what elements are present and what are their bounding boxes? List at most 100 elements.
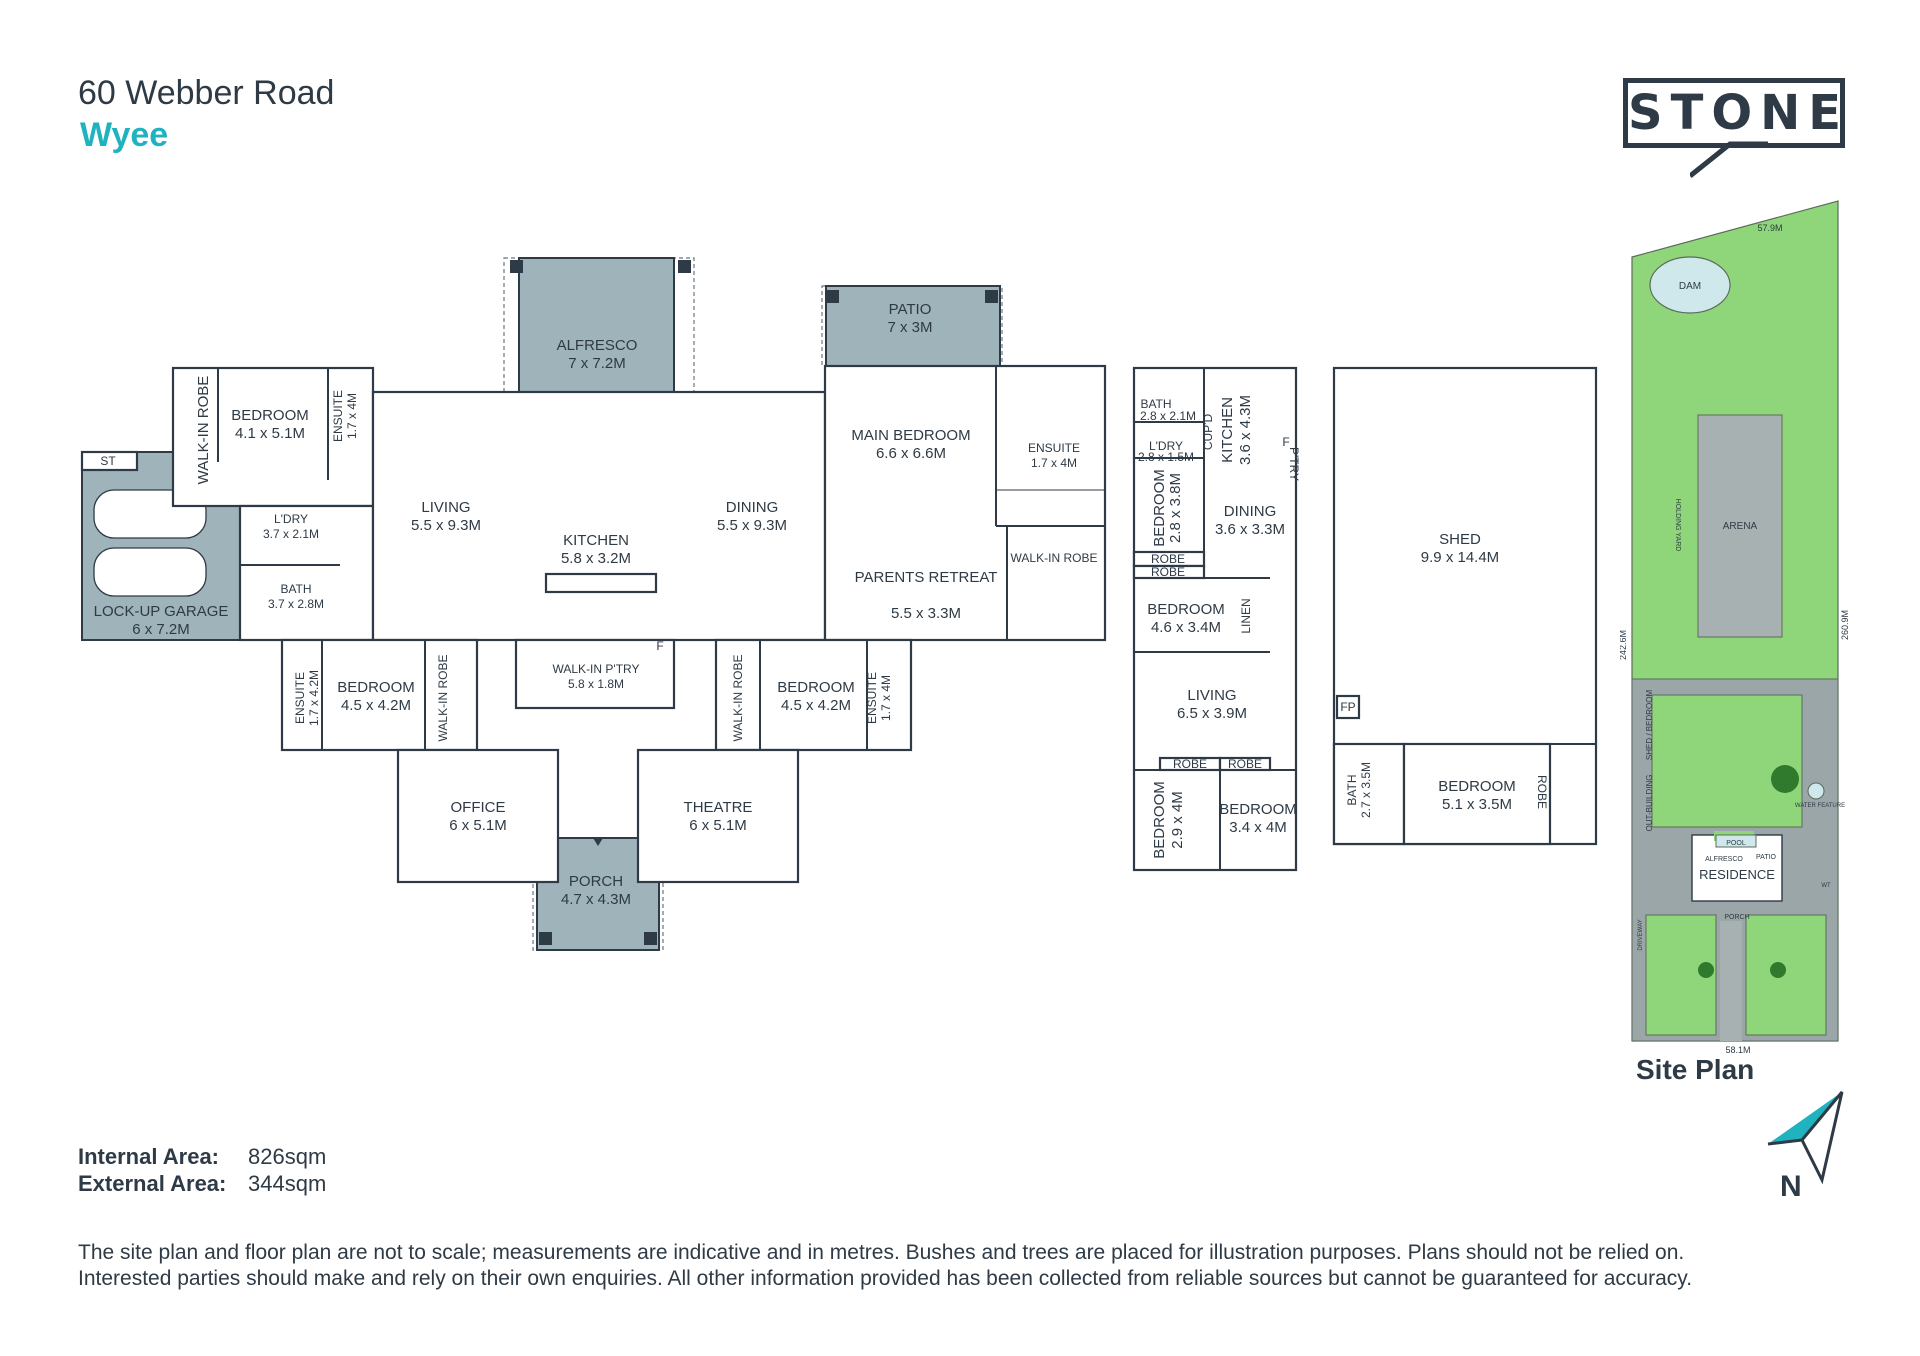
bath-name: BATH (280, 582, 311, 596)
gf-bedroom-a-name: BEDROOM (1151, 469, 1168, 547)
living-size: 5.5 x 9.3M (411, 517, 481, 534)
shed-name: SHED (1439, 531, 1481, 548)
bedroom-2-size: 4.5 x 4.2M (341, 697, 411, 714)
laundry-size: 3.7 x 2.1M (263, 527, 319, 541)
walkin-robe-2-label: WALK-IN ROBE (436, 655, 450, 742)
property-suburb: Wyee (80, 116, 169, 154)
gf-bedroom-d-size: 3.4 x 4M (1229, 819, 1287, 836)
garage-size: 6 x 7.2M (132, 621, 190, 638)
disclaimer-line-2: Interested parties should make and rely … (78, 1267, 1693, 1290)
patio-name: PATIO (889, 301, 932, 318)
site-out-building-label: OUT-BUILDING (1645, 775, 1654, 832)
gf-fridge-label: F (1282, 435, 1289, 449)
gf-cupboard-label: CUP'D (1201, 414, 1215, 451)
theatre-name: THEATRE (684, 799, 753, 816)
gf-living-name: LIVING (1187, 687, 1236, 704)
ensuite-main-size: 1.7 x 4M (1031, 456, 1077, 470)
bedroom-3-name: BEDROOM (777, 679, 855, 696)
shed-robe-label: ROBE (1535, 775, 1549, 809)
north-compass-icon: N (1767, 1091, 1844, 1198)
theatre-size: 6 x 5.1M (689, 817, 747, 834)
site-holding-yard-label: HOLDING YARD (1674, 499, 1681, 552)
disclaimer: The site plan and floor plan are not to … (78, 1240, 1858, 1292)
internal-area-value: 826sqm (248, 1144, 327, 1169)
parents-retreat-size: 5.5 x 3.3M (891, 605, 961, 622)
shed-bath-name: BATH (1345, 774, 1359, 805)
gf-dining-name: DINING (1224, 503, 1277, 520)
external-area-value: 344sqm (248, 1171, 327, 1196)
fridge-label: F (656, 639, 663, 653)
site-dim-top: 57.9M (1757, 223, 1782, 233)
site-plan-labels: 57.9M DAM ARENA HOLDING YARD 242.6M 260.… (1620, 223, 1850, 1055)
site-dam-label: DAM (1679, 281, 1701, 292)
patio-size: 7 x 3M (887, 319, 932, 336)
kitchen-size: 5.8 x 3.2M (561, 550, 631, 567)
gf-kitchen-name: KITCHEN (1219, 397, 1236, 463)
ensuite-1-name: ENSUITE (331, 390, 345, 442)
laundry-name: L'DRY (274, 512, 308, 526)
main-house-plan (80, 257, 1107, 951)
shed-labels: SHED 9.9 x 14.4M FP BATH 2.7 x 3.5M BEDR… (1340, 531, 1549, 818)
disclaimer-line-1: The site plan and floor plan are not to … (78, 1241, 1685, 1264)
main-bedroom-size: 6.6 x 6.6M (876, 445, 946, 462)
shed-bath-size: 2.7 x 3.5M (1359, 762, 1373, 818)
gf-bedroom-d-name: BEDROOM (1219, 801, 1297, 818)
walkin-robe-main-label: WALK-IN ROBE (1011, 551, 1098, 565)
gf-kitchen-size: 3.6 x 4.3M (1237, 395, 1254, 465)
gf-bath-size: 2.8 x 2.1M (1140, 409, 1196, 423)
granny-flat-plan (1132, 366, 1298, 872)
gf-robe-2: ROBE (1151, 565, 1185, 579)
gf-pantry-label: P'TRY (1287, 447, 1301, 481)
compass-letter: N (1780, 1170, 1802, 1198)
walkin-robe-3-label: WALK-IN ROBE (731, 655, 745, 742)
shed-size: 9.9 x 14.4M (1421, 549, 1499, 566)
main-bedroom-name: MAIN BEDROOM (851, 427, 970, 444)
bedroom-3-size: 4.5 x 4.2M (781, 697, 851, 714)
walkin-robe-1-label: WALK-IN ROBE (195, 376, 212, 485)
ensuite-3-size: 1.7 x 4M (879, 675, 893, 721)
internal-area-label: Internal Area: (78, 1144, 220, 1169)
site-water-feature-label: WATER FEATURE (1795, 803, 1845, 809)
site-porch-label: PORCH (1724, 914, 1749, 921)
ensuite-2-size: 1.7 x 4.2M (307, 670, 321, 726)
gf-bedroom-c-size: 2.9 x 4M (1169, 791, 1186, 849)
fireplace-label: FP (1340, 700, 1355, 714)
porch-size: 4.7 x 4.3M (561, 891, 631, 908)
gf-bedroom-c-name: BEDROOM (1151, 781, 1168, 859)
office-name: OFFICE (451, 799, 506, 816)
granny-flat-labels: BATH 2.8 x 2.1M L'DRY 2.8 x 1.5M CUP'D K… (1138, 395, 1301, 859)
office-size: 6 x 5.1M (449, 817, 507, 834)
pantry-size: 5.8 x 1.8M (568, 677, 624, 691)
gf-bedroom-b-size: 4.6 x 3.4M (1151, 619, 1221, 636)
gf-robe-3: ROBE (1173, 757, 1207, 771)
patio-area (825, 285, 1001, 367)
stone-logo: STONE (1623, 78, 1845, 148)
site-plan (1631, 200, 1839, 1042)
gf-robe-4: ROBE (1228, 757, 1262, 771)
external-area-row: External Area:344sqm (78, 1171, 326, 1197)
internal-area-row: Internal Area: 826sqm (78, 1144, 326, 1170)
bedroom-1-size: 4.1 x 5.1M (235, 425, 305, 442)
ensuite-1-size: 1.7 x 4M (345, 393, 359, 439)
parents-retreat-name: PARENTS RETREAT (855, 569, 998, 586)
gf-dining-size: 3.6 x 3.3M (1215, 521, 1285, 538)
shed-bedroom-size: 5.1 x 3.5M (1442, 796, 1512, 813)
alfresco-size: 7 x 7.2M (568, 355, 626, 372)
main-house-labels: WALK-IN ROBE BEDROOM 4.1 x 5.1M ENSUITE … (94, 301, 1098, 908)
garage-name: LOCK-UP GARAGE (94, 603, 229, 620)
ensuite-main-name: ENSUITE (1028, 441, 1080, 455)
kitchen-name: KITCHEN (563, 532, 629, 549)
shed-bedroom-name: BEDROOM (1438, 778, 1516, 795)
site-alfresco-label: ALFRESCO (1705, 856, 1743, 863)
site-residence-label: RESIDENCE (1699, 867, 1775, 882)
property-address: 60 Webber Road (78, 74, 335, 112)
logo-text: STONE (1628, 85, 1850, 141)
storage-label: ST (100, 454, 116, 468)
site-arena-label: ARENA (1723, 521, 1758, 532)
site-dim-bottom: 58.1M (1725, 1045, 1750, 1055)
gf-linen-label: LINEN (1239, 598, 1253, 633)
dining-name: DINING (726, 499, 779, 516)
pantry-name: WALK-IN P'TRY (553, 662, 640, 676)
alfresco-name: ALFRESCO (557, 337, 638, 354)
gf-bedroom-b-name: BEDROOM (1147, 601, 1225, 618)
